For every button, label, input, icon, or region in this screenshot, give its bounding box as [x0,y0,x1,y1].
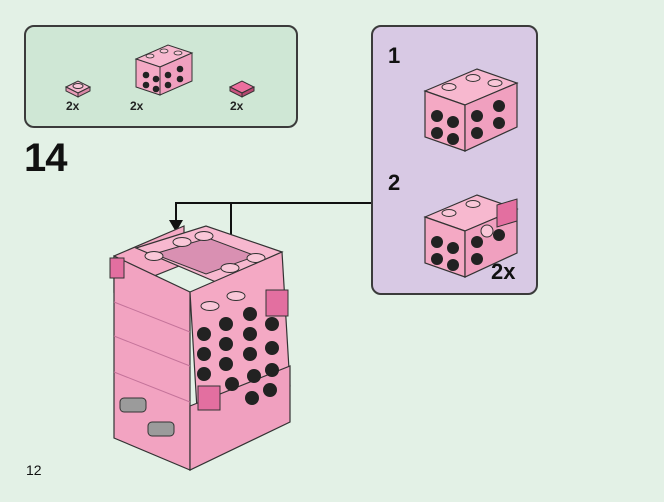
sub-assembly-panel: 1 2 2x [371,25,538,295]
bracket-plate-step-1-illustration [423,68,519,152]
pink-bracket-plate-icon [134,44,194,96]
dark-pink-tile-1x1-icon [228,80,256,98]
parts-list-panel: 2x 2x 2x [24,25,298,128]
main-model-illustration [109,225,291,471]
part-quantity: 2x [130,99,144,113]
sub-assembly-quantity: 2x [491,259,516,284]
step-number: 14 [24,136,67,180]
part-quantity: 2x [66,99,80,113]
sub-step-number: 2 [388,170,401,195]
sub-step-number: 1 [388,43,401,68]
bracket-plate-step-2-illustration [423,194,519,278]
page-number: 12 [26,462,42,478]
part-quantity: 2x [230,99,244,113]
round-pink-plate-1x1-icon [64,80,92,98]
